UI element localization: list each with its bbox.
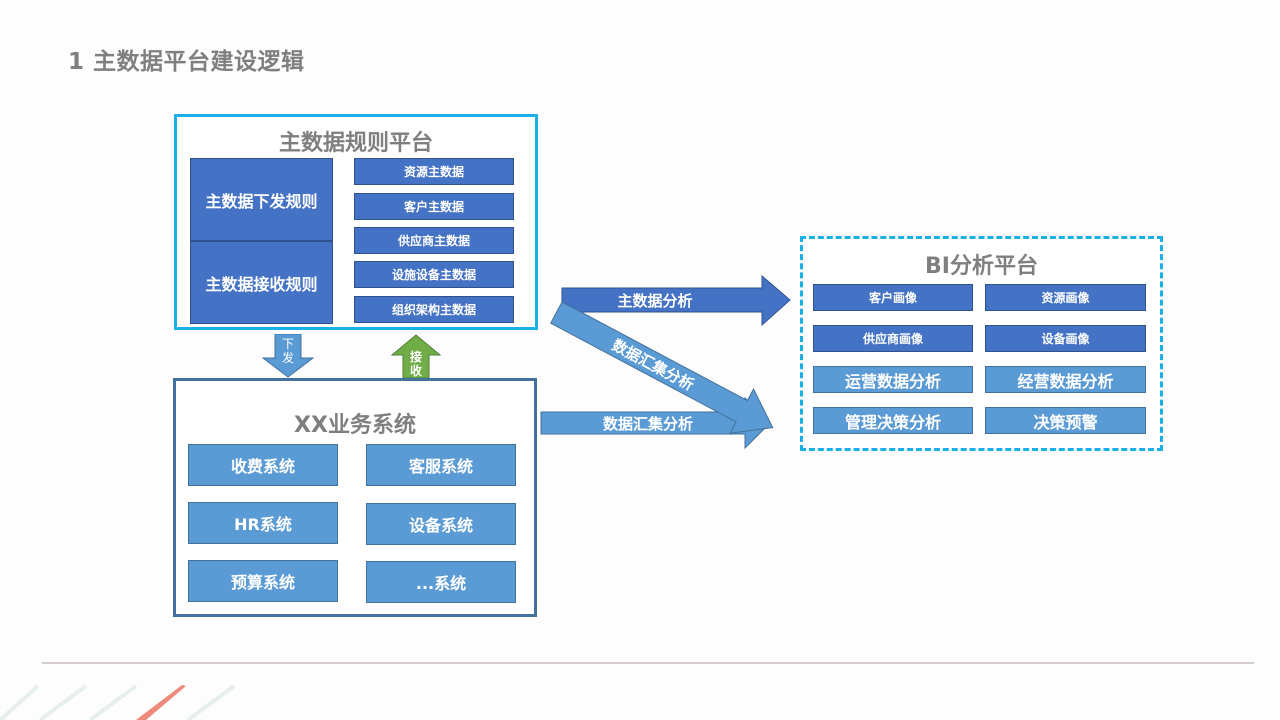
system-item: 收费系统 xyxy=(188,444,338,486)
stripe xyxy=(186,684,236,720)
profile-item: 资源画像 xyxy=(985,284,1146,311)
master-data-item: 客户主数据 xyxy=(354,193,514,220)
rule-issue-box: 主数据下发规则 xyxy=(190,158,333,241)
stripe xyxy=(38,684,88,720)
rules-platform-frame: 主数据规则平台 主数据下发规则 主数据接收规则 资源主数据 客户主数据 供应商主… xyxy=(174,114,538,330)
master-analysis-label: 主数据分析 xyxy=(617,292,692,310)
receive-char-1: 接 xyxy=(410,349,422,364)
issue-char-1: 下 xyxy=(282,337,294,351)
analysis-item: 决策预警 xyxy=(985,407,1146,434)
profile-item: 设备画像 xyxy=(985,325,1146,352)
aggregate-diagonal-label: 数据汇集分析 xyxy=(609,336,697,394)
master-data-item: 设施设备主数据 xyxy=(354,261,514,288)
stripe xyxy=(0,684,40,720)
system-item: ...系统 xyxy=(366,561,516,603)
analysis-item: 经营数据分析 xyxy=(985,366,1146,393)
profile-item: 供应商画像 xyxy=(813,325,973,352)
master-data-item: 供应商主数据 xyxy=(354,227,514,254)
bi-platform-title: BI分析平台 xyxy=(925,254,1038,279)
master-data-item: 组织架构主数据 xyxy=(354,296,514,323)
issue-char-2: 发 xyxy=(282,350,294,365)
rules-platform-title: 主数据规则平台 xyxy=(278,131,433,156)
page-title: 1 主数据平台建设逻辑 xyxy=(68,49,305,75)
aggregate-lower-label: 数据汇集分析 xyxy=(603,415,693,433)
receive-up-arrow-icon: 接 收 xyxy=(390,334,442,378)
system-item: HR系统 xyxy=(188,502,338,544)
flow-arrows: 主数据分析 数据汇集分析 数据汇集分析 xyxy=(540,274,791,450)
system-item: 客服系统 xyxy=(366,444,516,486)
accent-stripe xyxy=(136,685,186,720)
business-systems-frame: XX业务系统 收费系统 客服系统 HR系统 设备系统 预算系统 ...系统 xyxy=(173,378,537,617)
receive-char-2: 收 xyxy=(410,363,422,378)
master-data-item: 资源主数据 xyxy=(354,158,514,185)
footer-decoration-stripes xyxy=(0,684,236,720)
issue-down-arrow-icon: 下 发 xyxy=(262,334,314,378)
rule-receive-box: 主数据接收规则 xyxy=(190,241,333,324)
bi-platform-frame: BI分析平台 客户画像 资源画像 供应商画像 设备画像 运营数据分析 经营数据分… xyxy=(800,236,1163,451)
stripe xyxy=(88,684,138,720)
system-item: 设备系统 xyxy=(366,503,516,545)
footer-divider xyxy=(42,662,1254,664)
master-analysis-arrow-icon: 主数据分析 xyxy=(561,274,791,327)
analysis-item: 运营数据分析 xyxy=(813,366,973,393)
system-item: 预算系统 xyxy=(188,560,338,602)
business-systems-title: XX业务系统 xyxy=(294,413,416,438)
analysis-item: 管理决策分析 xyxy=(813,407,973,434)
profile-item: 客户画像 xyxy=(813,284,973,311)
